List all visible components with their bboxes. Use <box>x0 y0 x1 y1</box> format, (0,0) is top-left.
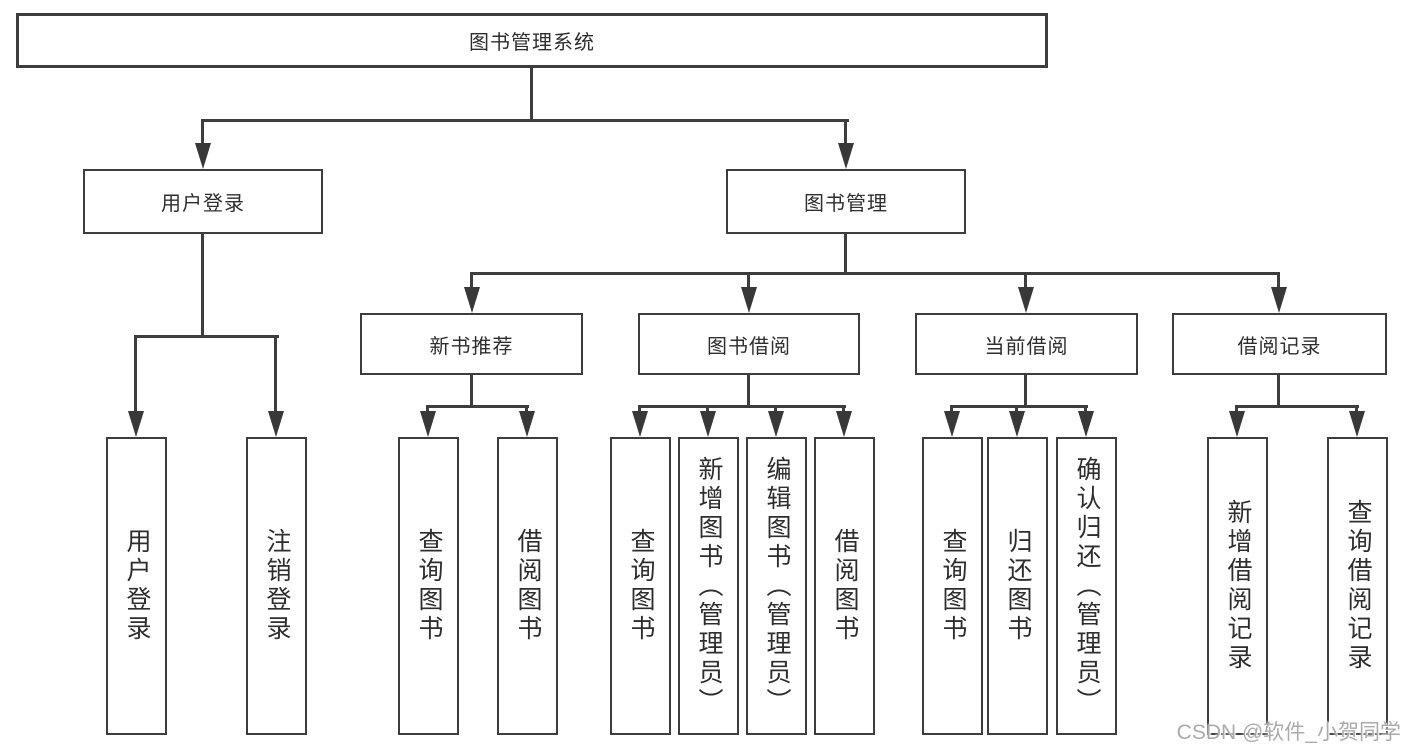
node-leaf-bb-borrow-books-label: 借阅图书 <box>831 528 859 644</box>
connector-newbook-bar <box>426 405 529 408</box>
node-leaf-cb-query-books-label: 查询图书 <box>939 528 967 644</box>
connector-newbook-stem <box>470 375 473 408</box>
node-borrow-records: 借阅记录 <box>1172 313 1387 375</box>
arrowhead-user-login <box>195 143 211 169</box>
arrowhead-leaf-user-login <box>128 411 144 437</box>
connector-bookborrow-stem <box>747 375 750 408</box>
node-leaf-bb-edit-books-admin-label: 编辑图书（管理员） <box>763 455 791 717</box>
connector-drop-leaf-logout <box>274 335 277 417</box>
node-leaf-user-login: 用户登录 <box>106 437 167 735</box>
arrowhead-cb-query <box>944 411 960 437</box>
node-leaf-nb-borrow-books: 借阅图书 <box>497 437 558 735</box>
watermark-text: CSDN @软件_小贺同学 <box>1176 721 1401 744</box>
arrowhead-cb-return <box>1009 411 1025 437</box>
node-book-borrow-label: 图书借阅 <box>707 335 791 358</box>
connector-drop-user-login <box>201 119 204 149</box>
node-new-book-recommend-label: 新书推荐 <box>429 335 514 358</box>
node-leaf-br-add-record: 新增借阅记录 <box>1207 437 1268 735</box>
node-leaf-br-query-record-label: 查询借阅记录 <box>1344 499 1372 673</box>
node-leaf-cb-query-books: 查询图书 <box>922 437 983 735</box>
connector-drop-borrow-records <box>1277 272 1280 290</box>
connector-borrowrecords-bar <box>1235 405 1359 408</box>
connector-drop-book-borrow <box>747 272 750 290</box>
connector-drop-leaf-user-login <box>134 335 137 417</box>
node-leaf-cb-return-books-label: 归还图书 <box>1004 528 1032 644</box>
node-leaf-bb-add-books-admin: 新增图书（管理员） <box>678 437 739 735</box>
arrowhead-current-borrow <box>1018 287 1034 313</box>
node-leaf-cb-confirm-return-admin-label: 确认归还（管理员） <box>1073 455 1101 717</box>
arrowhead-borrow-records <box>1271 287 1287 313</box>
node-leaf-bb-query-books-label: 查询图书 <box>627 528 655 644</box>
node-leaf-logout-login-label: 注销登录 <box>263 528 291 644</box>
connector-currentborrow-bar <box>950 405 1088 408</box>
arrowhead-bb-query <box>632 411 648 437</box>
node-current-borrow: 当前借阅 <box>915 313 1138 375</box>
connector-root-stem <box>530 68 533 122</box>
arrowhead-bb-edit <box>768 411 784 437</box>
connector-borrowrecords-stem <box>1277 375 1280 408</box>
arrowhead-br-add <box>1229 411 1245 437</box>
node-leaf-user-login-label: 用户登录 <box>123 528 151 644</box>
node-leaf-br-add-record-label: 新增借阅记录 <box>1224 499 1252 673</box>
node-leaf-nb-query-books: 查询图书 <box>398 437 459 735</box>
node-leaf-cb-return-books: 归还图书 <box>987 437 1048 735</box>
arrowhead-book-borrow <box>741 287 757 313</box>
node-library-system-label: 图书管理系统 <box>469 32 595 54</box>
node-library-system: 图书管理系统 <box>16 13 1048 68</box>
node-leaf-br-query-record: 查询借阅记录 <box>1327 437 1388 735</box>
connector-drop-current-borrow <box>1024 272 1027 290</box>
connector-userlogin-stem <box>201 234 204 338</box>
connector-bookmgmt-stem <box>844 234 847 275</box>
arrowhead-leaf-logout <box>268 411 284 437</box>
arrowhead-nb-query <box>420 411 436 437</box>
node-current-borrow-label: 当前借阅 <box>984 335 1069 358</box>
arrowhead-new-book <box>464 287 480 313</box>
arrowhead-nb-borrow <box>519 411 535 437</box>
node-leaf-nb-query-books-label: 查询图书 <box>415 528 443 644</box>
node-leaf-logout-login: 注销登录 <box>246 437 307 735</box>
arrowhead-book-management <box>838 143 854 169</box>
node-borrow-records-label: 借阅记录 <box>1237 335 1322 358</box>
arrowhead-br-query <box>1349 411 1365 437</box>
connector-drop-new-book <box>470 272 473 290</box>
arrowhead-bb-add <box>700 411 716 437</box>
connector-currentborrow-stem <box>1024 375 1027 408</box>
node-leaf-bb-add-books-admin-label: 新增图书（管理员） <box>695 455 723 717</box>
node-book-management-label: 图书管理 <box>804 193 888 215</box>
connector-userlogin-bar <box>134 335 279 338</box>
arrowhead-bb-borrow <box>836 411 852 437</box>
node-leaf-bb-edit-books-admin: 编辑图书（管理员） <box>746 437 807 735</box>
connector-bookborrow-bar <box>638 405 846 408</box>
connector-root-bar <box>201 119 849 122</box>
arrowhead-cb-confirm <box>1078 411 1094 437</box>
connector-bookmgmt-bar <box>470 272 1280 275</box>
node-book-management: 图书管理 <box>726 169 966 234</box>
node-leaf-bb-query-books: 查询图书 <box>610 437 671 735</box>
node-leaf-bb-borrow-books: 借阅图书 <box>814 437 875 735</box>
node-user-login-label: 用户登录 <box>161 193 245 215</box>
node-user-login: 用户登录 <box>83 169 323 234</box>
connector-drop-book-management <box>844 119 847 149</box>
node-leaf-cb-confirm-return-admin: 确认归还（管理员） <box>1056 437 1117 735</box>
node-new-book-recommend: 新书推荐 <box>360 313 583 375</box>
node-leaf-nb-borrow-books-label: 借阅图书 <box>514 528 542 644</box>
node-book-borrow: 图书借阅 <box>638 313 860 375</box>
